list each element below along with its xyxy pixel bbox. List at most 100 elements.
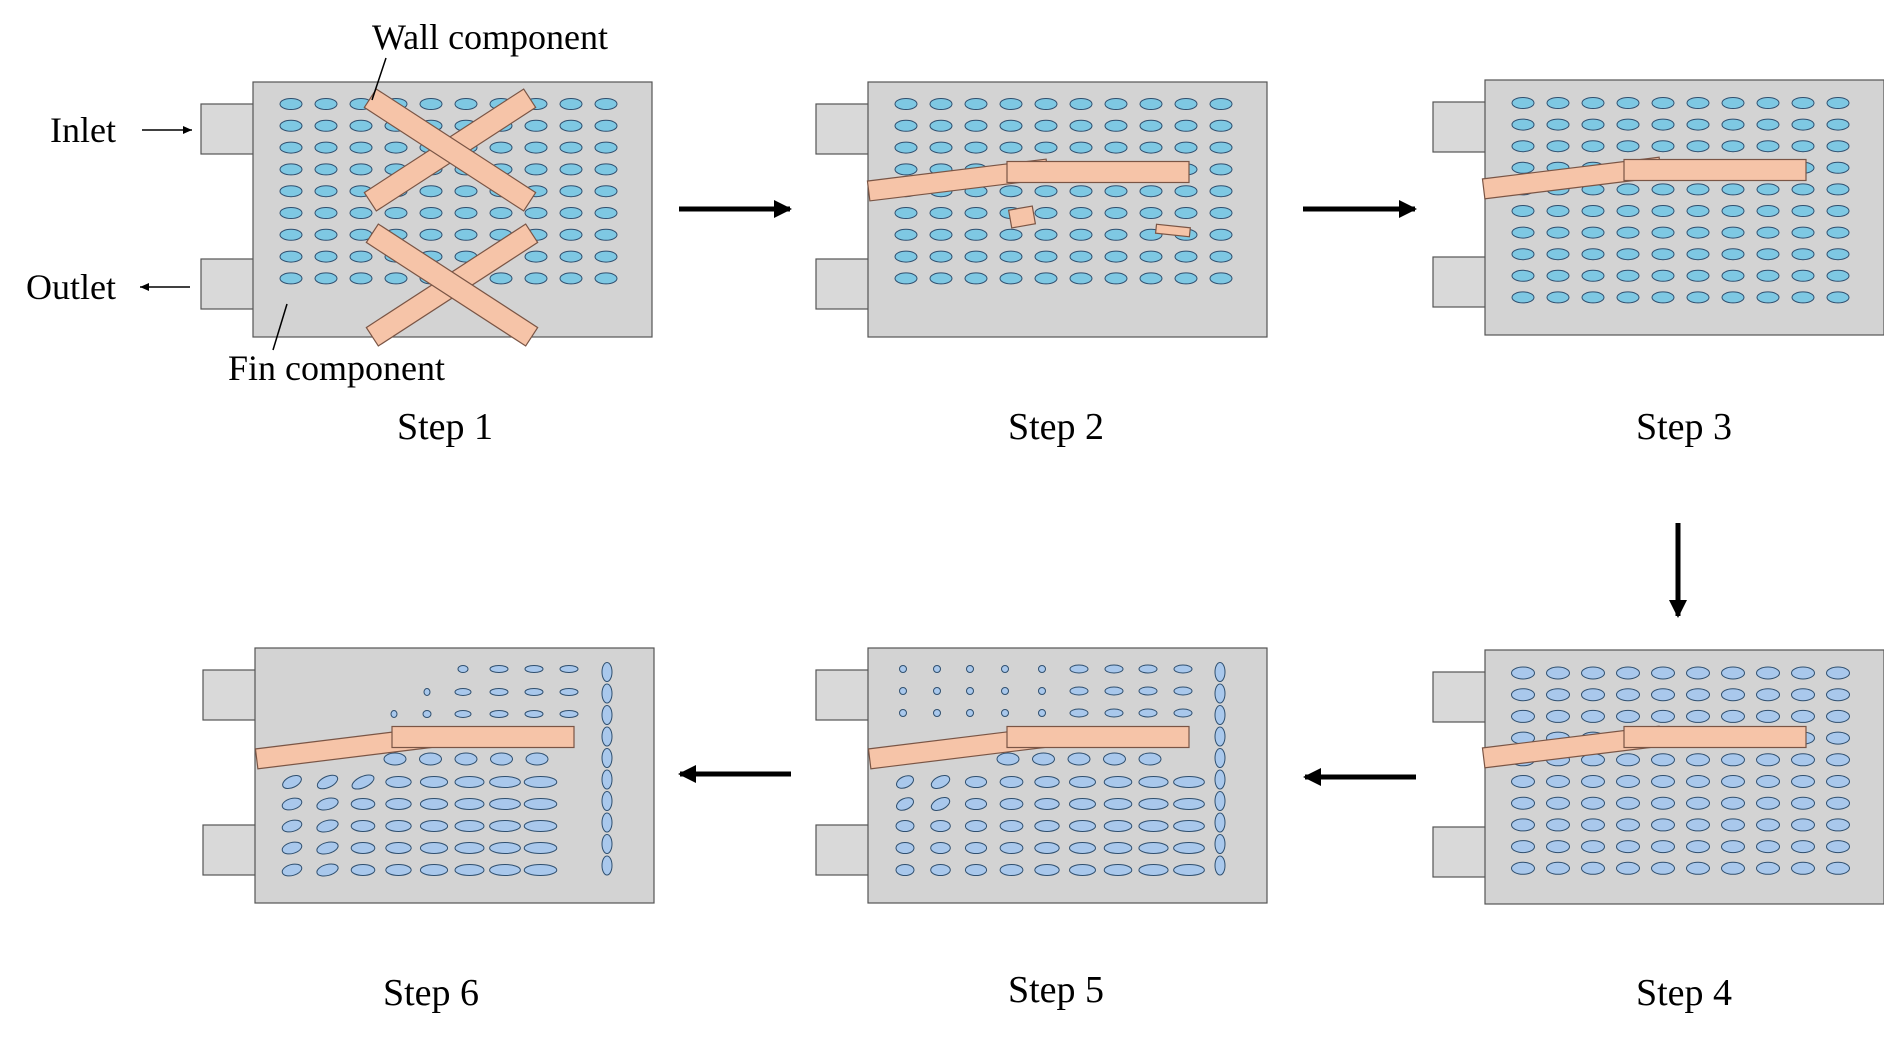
fin [1511, 709, 1535, 723]
wall [365, 223, 539, 347]
fin [316, 774, 339, 790]
fin [1651, 269, 1675, 282]
fin [1721, 248, 1745, 261]
fin [1511, 161, 1535, 174]
fin [1756, 291, 1780, 304]
fin [1103, 752, 1126, 766]
fin [1756, 709, 1780, 723]
fin [1581, 140, 1605, 153]
fin [1826, 818, 1850, 832]
fin [1511, 118, 1535, 131]
fin [1826, 248, 1850, 261]
panel-step-2 [815, 81, 1268, 338]
fin [1209, 141, 1233, 154]
fin [1651, 818, 1675, 832]
fin [1069, 708, 1089, 718]
fin [1826, 226, 1850, 239]
fin [1038, 709, 1046, 717]
fin [929, 119, 953, 132]
fin [524, 665, 544, 673]
fin [964, 207, 988, 219]
fin [1209, 272, 1233, 285]
fin [350, 820, 376, 832]
wall [1006, 725, 1190, 749]
fin [1581, 226, 1605, 239]
fin [1686, 248, 1710, 261]
fin [524, 119, 548, 132]
fin [1214, 791, 1226, 811]
fin [281, 841, 303, 855]
fin [1174, 185, 1198, 198]
fin [384, 207, 408, 219]
fin [1139, 250, 1163, 263]
fin [1686, 118, 1710, 131]
fin [350, 798, 376, 810]
fin [489, 688, 509, 696]
fin [999, 185, 1023, 198]
fin [1581, 118, 1605, 131]
fin [1138, 798, 1169, 810]
fin [1214, 748, 1226, 768]
fin [1104, 272, 1128, 285]
fin [1756, 97, 1780, 109]
wall [363, 88, 537, 212]
fin [1791, 248, 1815, 261]
wall [391, 725, 575, 749]
fin [1756, 118, 1780, 131]
fin [1546, 688, 1570, 702]
fin [1686, 140, 1710, 153]
fin [1546, 840, 1570, 854]
fin [594, 98, 618, 110]
fin [601, 834, 613, 854]
fin [1546, 775, 1570, 788]
fin [1173, 776, 1205, 788]
fin [929, 98, 953, 110]
fin [1616, 183, 1640, 196]
fin [384, 272, 408, 285]
fin [1034, 207, 1058, 219]
fin [1616, 775, 1640, 788]
inlet-port [815, 669, 871, 721]
fin [1826, 753, 1850, 767]
inlet-port [200, 103, 256, 155]
fin [1651, 753, 1675, 767]
fin [1103, 820, 1133, 832]
fin [1721, 688, 1745, 702]
fin [454, 752, 478, 766]
fin [1721, 775, 1745, 788]
fin [1791, 140, 1815, 153]
fin [314, 163, 338, 176]
fin [1138, 842, 1169, 854]
fin [523, 776, 558, 788]
fin [1651, 775, 1675, 788]
fin [1104, 119, 1128, 132]
fin [1001, 709, 1009, 717]
fin [1139, 98, 1163, 110]
fin [1173, 842, 1205, 854]
fin [1651, 840, 1675, 854]
fin [1581, 248, 1605, 261]
fin [930, 820, 951, 832]
fin [559, 250, 583, 263]
fin [1616, 291, 1640, 304]
fin [594, 185, 618, 198]
fin [559, 141, 583, 154]
fin [601, 769, 613, 790]
fin [419, 776, 449, 788]
fin [279, 185, 303, 198]
fin [423, 688, 431, 696]
fin [1069, 98, 1093, 110]
fin [1209, 228, 1233, 241]
fin [594, 207, 618, 219]
step-2-label: Step 2 [1008, 406, 1104, 448]
fin [1651, 861, 1675, 875]
fin [1214, 855, 1226, 876]
fin [454, 185, 478, 198]
fin [419, 752, 442, 766]
fin [524, 250, 548, 263]
fin [1721, 861, 1745, 875]
fin [964, 119, 988, 132]
fin [999, 119, 1023, 132]
step-5-label: Step 5 [1008, 969, 1104, 1011]
inlet-port [202, 669, 258, 721]
